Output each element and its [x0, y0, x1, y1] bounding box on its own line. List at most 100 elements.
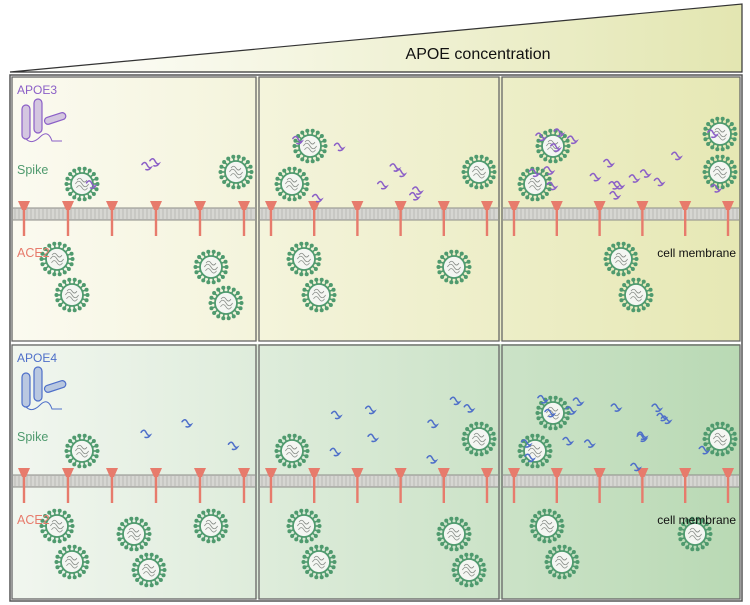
- apoe-protein-icon: [85, 180, 98, 189]
- apoe-protein-icon: [572, 397, 585, 407]
- row-labels-apoe4: APOE4 Spike ACE2 cell membrane: [17, 351, 736, 527]
- apoe-protein-icon: [520, 439, 533, 448]
- apoe-protein-icon: [544, 408, 557, 418]
- apoe-protein-icon: [698, 445, 711, 455]
- coronavirus-icon: [677, 516, 713, 552]
- coronavirus-icon: [39, 508, 75, 544]
- apoe-protein-icon: [628, 174, 641, 183]
- ace2-receptor-icon: [265, 201, 277, 236]
- apoe-protein-icon: [449, 396, 462, 406]
- coronavirus-icon: [274, 166, 310, 202]
- apoe-protein-icon: [409, 191, 421, 201]
- coronavirus-icon: [618, 277, 654, 313]
- apoe-protein-icon: [535, 132, 548, 142]
- coronavirus-icon: [286, 508, 322, 544]
- coronavirus-icon: [544, 544, 580, 580]
- apoe-protein-icon: [613, 180, 626, 190]
- apoe-protein-icon: [333, 142, 346, 152]
- coronavirus-icon: [274, 433, 310, 469]
- coronavirus-icon: [702, 421, 738, 457]
- ace2-receptor-icon: [106, 201, 118, 236]
- apoe-protein-icon: [656, 412, 669, 422]
- coronavirus-icon: [116, 516, 152, 552]
- cell-membrane: [503, 474, 739, 488]
- ace2-receptor-icon: [437, 468, 450, 503]
- coronavirus-icon: [218, 154, 254, 190]
- ace2-receptor-icon: [150, 468, 162, 503]
- coronavirus-icon: [64, 433, 100, 469]
- coronavirus-icon: [529, 508, 565, 544]
- ace2-receptor-icon: [679, 468, 692, 503]
- ace2-receptor-icon: [593, 468, 606, 503]
- coronavirus-icon: [54, 277, 90, 313]
- ace2-receptor-icon: [150, 201, 162, 236]
- ace2-receptor-icon: [62, 201, 74, 236]
- ace2-receptor-icon: [238, 468, 250, 503]
- coronavirus-icon: [451, 552, 487, 588]
- ace2-receptor-icon: [437, 201, 450, 236]
- coronavirus-icon: [64, 166, 100, 202]
- ace2-receptor-icon: [18, 468, 30, 503]
- apoe-protein-icon: [292, 135, 305, 145]
- ace2-receptor-icon: [550, 201, 563, 236]
- ace2-receptor-icon: [481, 468, 493, 503]
- coronavirus-icon: [193, 249, 229, 285]
- coronavirus-icon: [436, 516, 472, 552]
- apoe-protein-icon: [140, 429, 153, 439]
- coronavirus-icon: [286, 241, 322, 277]
- wedge-title: APOE concentration: [406, 46, 551, 63]
- apoe-protein-icon: [636, 431, 649, 441]
- coronavirus-icon: [292, 128, 328, 164]
- membrane-label-apoe3: cell membrane: [657, 246, 736, 260]
- apoe-protein-icon: [639, 169, 652, 178]
- apoe-protein-icon: [227, 441, 240, 451]
- apoe-protein-icon: [608, 180, 621, 190]
- ace2-receptor-icon: [351, 201, 364, 236]
- ace2-receptor-icon: [636, 201, 649, 236]
- ace2-receptor-icon: [722, 468, 734, 503]
- apoe-protein-icon: [603, 158, 616, 168]
- apoe-protein-icon: [149, 158, 162, 167]
- panel-grid: [11, 76, 741, 600]
- ace2-receptor-icon: [593, 201, 606, 236]
- coronavirus-icon: [461, 154, 497, 190]
- ace2-receptor-icon: [18, 201, 30, 236]
- membrane-label-apoe4: cell membrane: [657, 513, 736, 527]
- ace2-receptor-icon: [550, 468, 563, 503]
- apoe-protein-icon: [583, 439, 596, 448]
- cell-membrane: [13, 207, 255, 221]
- ace2-receptor-icon: [62, 468, 74, 503]
- apoe-protein-icon: [610, 403, 623, 412]
- ace2-receptor-icon: [481, 201, 493, 236]
- coronavirus-icon: [603, 241, 639, 277]
- apoe-protein-icon: [311, 193, 324, 203]
- ace2-label-apoe4: ACE2: [17, 513, 50, 527]
- coronavirus-icon: [436, 249, 472, 285]
- ace2-receptor-icon: [508, 201, 520, 236]
- apoe-protein-icon: [553, 128, 566, 138]
- ace2-receptor-icon: [238, 201, 250, 236]
- cell-membrane: [503, 207, 739, 221]
- concentration-wedge: APOE concentration: [9, 3, 743, 73]
- coronavirus-icon: [535, 395, 571, 431]
- spike-label-apoe4: Spike: [17, 430, 48, 444]
- apoe-protein-icon: [367, 433, 380, 443]
- apoe-protein-icon: [653, 177, 666, 187]
- ace2-receptor-icon: [106, 468, 118, 503]
- apoe-protein-icon: [671, 151, 683, 161]
- apoe-protein-icon: [566, 135, 579, 145]
- ace2-receptor-icon: [508, 468, 520, 503]
- apoe-protein-icon: [411, 186, 424, 195]
- apoe3-label: APOE3: [17, 83, 57, 97]
- apoe-protein-icon: [543, 166, 556, 175]
- coronavirus-icon: [39, 241, 75, 277]
- apoe-protein-icon: [181, 418, 194, 428]
- ace2-receptor-icon: [394, 468, 407, 503]
- coronavirus-icon: [193, 508, 229, 544]
- apoe-protein-icon: [546, 181, 559, 191]
- coronavirus-icon: [517, 433, 553, 469]
- apoe4-label: APOE4: [17, 351, 57, 365]
- coronavirus-icon: [131, 552, 167, 588]
- apoe-protein-icon: [528, 168, 541, 178]
- apoe-protein-icon: [609, 190, 622, 200]
